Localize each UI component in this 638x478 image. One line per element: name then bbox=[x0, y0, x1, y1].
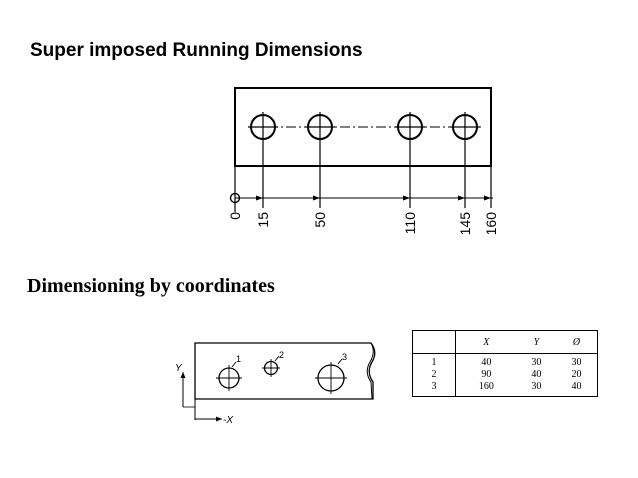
running-dimension-labels: 0 15 50 110 145 160 bbox=[227, 212, 499, 236]
coordinate-figure bbox=[180, 342, 376, 422]
cell-y: 30 bbox=[531, 357, 542, 368]
plate-outline-broken bbox=[194, 342, 376, 400]
dim-label-50: 50 bbox=[312, 212, 328, 228]
header-diameter: Ø bbox=[556, 330, 598, 354]
header-x: X bbox=[455, 330, 517, 354]
cell-hole-id: 3 bbox=[412, 381, 456, 397]
hole-label-1: 1 bbox=[236, 354, 241, 364]
dim-label-145: 145 bbox=[457, 212, 473, 236]
cell-diameter: 30 bbox=[571, 357, 582, 368]
dimension-arrows bbox=[256, 195, 491, 201]
coordinate-labels: Y -X 1 2 3 bbox=[175, 350, 347, 426]
hole-label-3: 3 bbox=[342, 352, 347, 362]
origin-circle bbox=[229, 192, 241, 204]
cell-x: 90 bbox=[481, 369, 492, 380]
x-axis-label: -X bbox=[223, 415, 233, 426]
table-row: 1 40 30 30 bbox=[412, 353, 598, 369]
title-running-dimensions: Super imposed Running Dimensions bbox=[30, 40, 363, 61]
cell-diameter: 40 bbox=[571, 381, 582, 392]
table-header-row: X Y Ø bbox=[412, 330, 598, 354]
dim-label-0: 0 bbox=[227, 212, 243, 220]
header-row-id bbox=[412, 330, 456, 354]
dim-label-110: 110 bbox=[402, 212, 418, 235]
cell-x: 40 bbox=[481, 357, 492, 368]
hole-label-2: 2 bbox=[279, 350, 284, 360]
break-line bbox=[366, 342, 374, 400]
coordinate-table: X Y Ø 1 40 30 30 2 90 40 20 3 160 30 40 bbox=[412, 330, 598, 397]
hole-crosshairs bbox=[248, 112, 480, 142]
y-axis-label: Y bbox=[175, 363, 183, 374]
cell-y: 30 bbox=[531, 381, 542, 392]
cell-diameter: 20 bbox=[571, 369, 582, 380]
cell-x: 160 bbox=[478, 381, 494, 392]
plate-outline bbox=[234, 87, 492, 167]
running-dimension-figure bbox=[229, 87, 493, 212]
y-arrowhead bbox=[180, 372, 186, 378]
header-y: Y bbox=[516, 330, 557, 354]
title-dimensioning-coordinates: Dimensioning by coordinates bbox=[27, 275, 275, 297]
cell-hole-id: 2 bbox=[412, 369, 456, 381]
coord-crosshairs bbox=[216, 359, 347, 394]
hole-label-leaders bbox=[231, 355, 343, 368]
dim-label-15: 15 bbox=[255, 212, 271, 228]
table-row: 3 160 30 40 bbox=[412, 381, 598, 397]
dim-label-160: 160 bbox=[483, 212, 499, 236]
cell-hole-id: 1 bbox=[412, 353, 456, 369]
extension-lines bbox=[234, 142, 492, 212]
cell-y: 40 bbox=[531, 369, 542, 380]
x-arrowhead bbox=[216, 416, 222, 422]
table-row: 2 90 40 20 bbox=[412, 369, 598, 381]
